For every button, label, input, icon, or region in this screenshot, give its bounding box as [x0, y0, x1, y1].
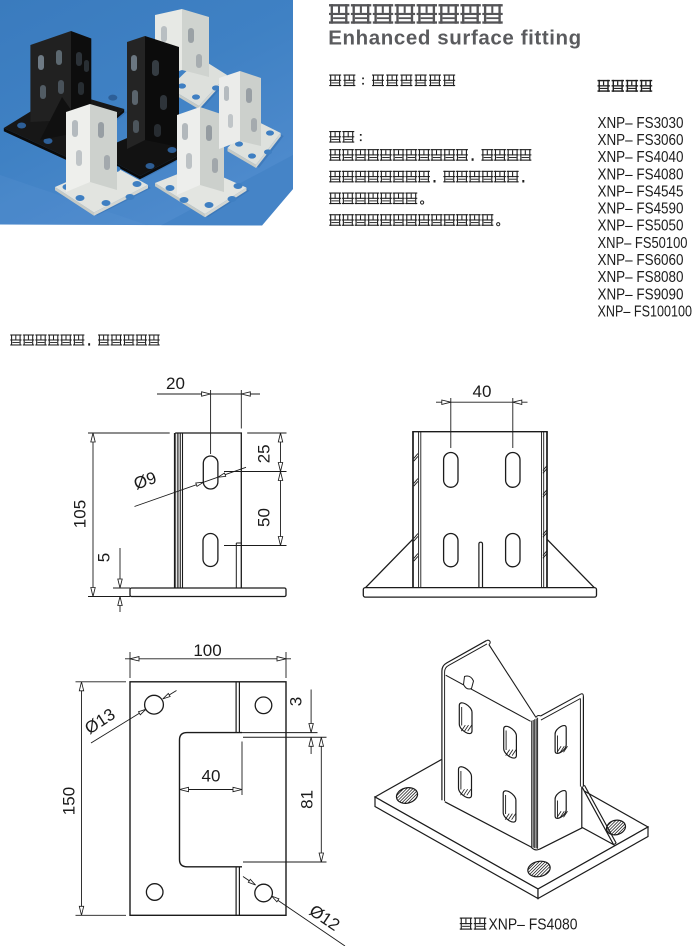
svg-text:50: 50 — [255, 508, 274, 527]
svg-text:150: 150 — [60, 787, 79, 815]
svg-text:5: 5 — [95, 553, 114, 562]
svg-text:25: 25 — [255, 444, 274, 463]
svg-text:XNP– FS4040: XNP– FS4040 — [598, 149, 684, 166]
svg-text:Ø9: Ø9 — [131, 468, 159, 493]
svg-text:XNP– FS6060: XNP– FS6060 — [598, 252, 684, 269]
svg-text:XNP– FS4080: XNP– FS4080 — [489, 917, 578, 934]
svg-text:XNP– FS4545: XNP– FS4545 — [598, 183, 684, 200]
svg-text:3: 3 — [287, 697, 306, 706]
svg-text:XNP– FS5050: XNP– FS5050 — [598, 218, 684, 235]
svg-text:20: 20 — [166, 374, 185, 393]
svg-text:81: 81 — [298, 790, 317, 809]
svg-text:XNP– FS8080: XNP– FS8080 — [598, 269, 684, 286]
svg-text:100: 100 — [193, 641, 221, 660]
svg-text:XNP– FS4080: XNP– FS4080 — [598, 166, 684, 183]
svg-text:40: 40 — [473, 382, 492, 401]
svg-text:Ø12: Ø12 — [306, 901, 343, 935]
svg-text:XNP– FS3030: XNP– FS3030 — [598, 115, 684, 132]
svg-text:XNP– FS3060: XNP– FS3060 — [598, 132, 684, 149]
svg-text:40: 40 — [202, 767, 221, 786]
svg-text:Enhanced surface fitting: Enhanced surface fitting — [328, 27, 581, 50]
svg-text:105: 105 — [71, 500, 90, 528]
svg-text:Ø13: Ø13 — [81, 705, 118, 738]
svg-text:XNP– FS100100: XNP– FS100100 — [598, 303, 693, 320]
svg-text:XNP– FS50100: XNP– FS50100 — [598, 235, 688, 252]
svg-text:XNP– FS9090: XNP– FS9090 — [598, 286, 684, 303]
svg-text:XNP– FS4590: XNP– FS4590 — [598, 201, 684, 218]
